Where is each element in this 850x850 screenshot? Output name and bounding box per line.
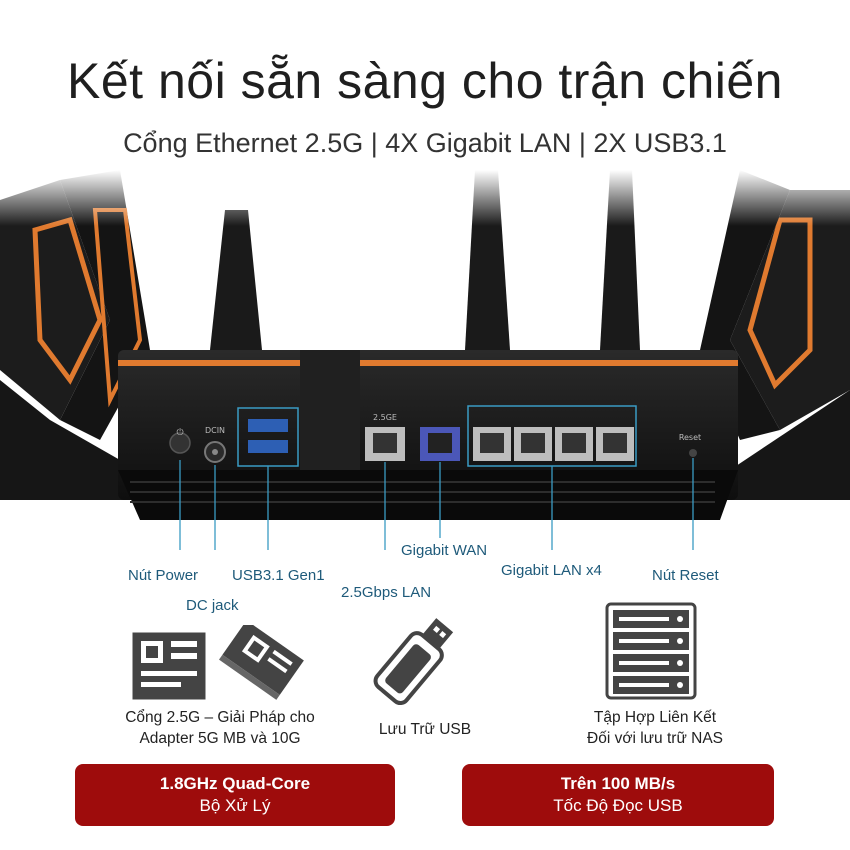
feature-label-usb-storage: Lưu Trữ USB (345, 719, 505, 740)
feature-line: Cổng 2.5G – Giải Pháp cho (125, 709, 315, 726)
svg-text:⏻: ⏻ (176, 427, 183, 438)
feature-label-adapter: Cổng 2.5G – Giải Pháp cho Adapter 5G MB … (90, 707, 350, 749)
callout-usb: USB3.1 Gen1 (232, 567, 325, 584)
feature-line: Tập Hợp Liên Kết (593, 709, 717, 726)
callout-25g-lan: 2.5Gbps LAN (341, 584, 432, 601)
page-subtitle: Cổng Ethernet 2.5G | 4X Gigabit LAN | 2X… (123, 128, 727, 158)
feature-line: Adapter 5G MB và 10G (139, 730, 301, 747)
reset-port-label: Reset (679, 433, 701, 442)
nas-server-icon (605, 602, 697, 700)
badge-title: 1.8GHz Quad-Core (159, 774, 311, 793)
feature-line: Đối với lưu trữ NAS (587, 730, 723, 747)
dcin-label: DCIN (205, 426, 225, 435)
badge-subtitle: Bộ Xử Lý (199, 796, 271, 815)
badge-title: Trên 100 MB/s (560, 774, 676, 793)
callout-gigabit-wan: Gigabit WAN (401, 542, 488, 559)
usb-drive-icon (373, 618, 454, 706)
callout-dc-jack: DC jack (186, 597, 239, 614)
page-title: Kết nối sẵn sàng cho trận chiến (67, 53, 783, 109)
router-image: ⏻ DCIN 2.5GE Reset (0, 170, 850, 550)
callout-reset-button: Nút Reset (652, 567, 719, 584)
motherboard-icon (132, 625, 304, 700)
badge-usb-speed: Trên 100 MB/s Tốc Độ Đọc USB (462, 764, 774, 826)
badge-subtitle: Tốc Độ Đọc USB (553, 796, 683, 815)
port25-label: 2.5GE (373, 413, 397, 422)
feature-label-nas: Tập Hợp Liên Kết Đối với lưu trữ NAS (555, 707, 755, 749)
callout-power-button: Nút Power (128, 567, 199, 584)
badge-processor: 1.8GHz Quad-Core Bộ Xử Lý (75, 764, 395, 826)
feature-line: Lưu Trữ USB (378, 721, 472, 738)
callout-lines (179, 458, 694, 550)
callout-gigabit-lan: Gigabit LAN x4 (501, 562, 602, 579)
